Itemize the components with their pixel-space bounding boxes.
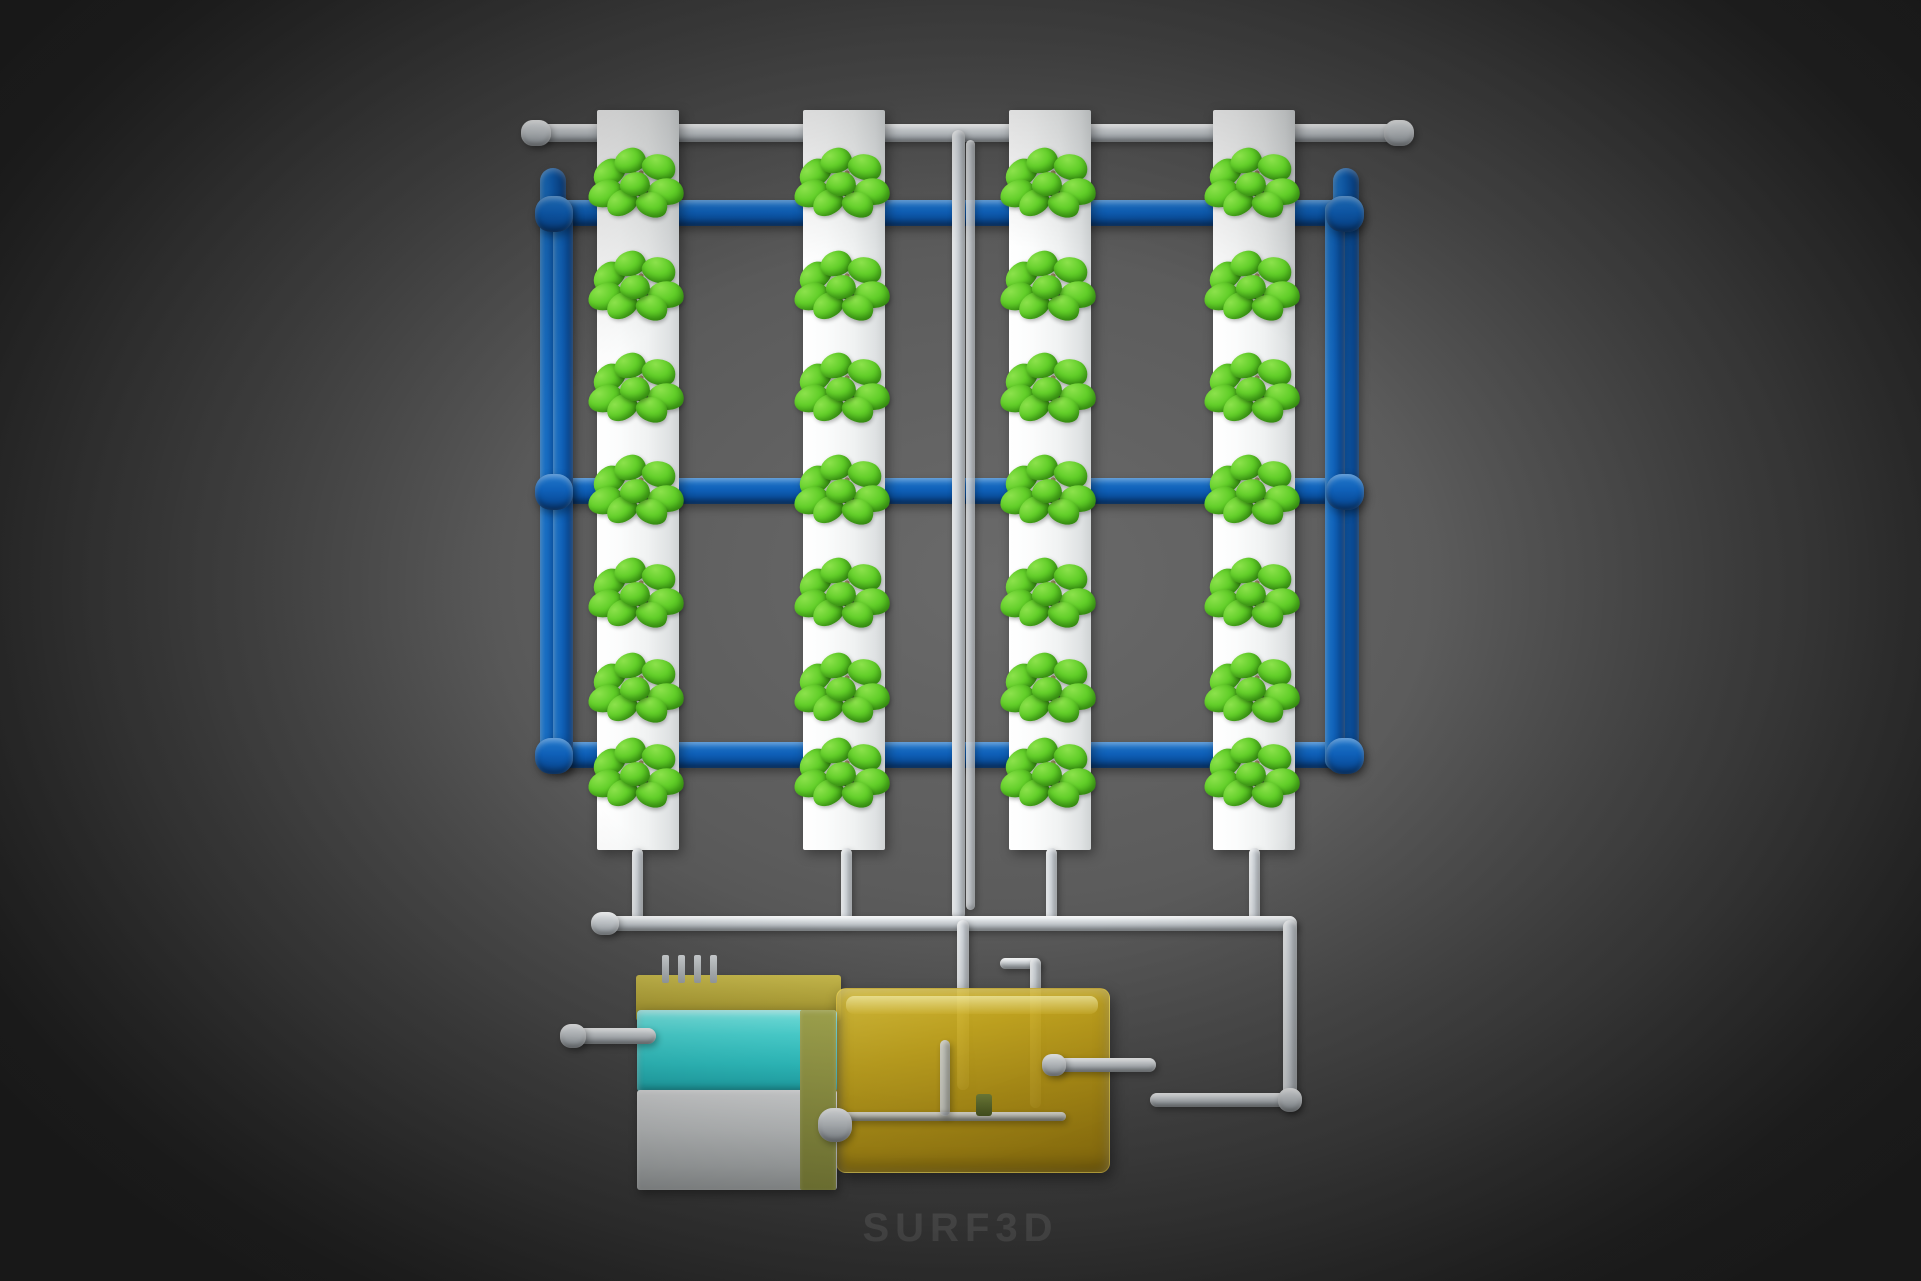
- plant-cluster: [998, 555, 1099, 640]
- drop-tube-panel-3: [1046, 848, 1057, 924]
- blue-pipe-corner-mid-left: [535, 474, 573, 510]
- drop-tube-panel-2: [841, 848, 852, 924]
- plant-cluster: [1202, 650, 1303, 735]
- plant-cluster: [586, 735, 687, 820]
- tank-liquid-surface: [846, 996, 1098, 1014]
- plant-cluster: [586, 350, 687, 435]
- tank-valve: [976, 1094, 992, 1116]
- return-line-elbow: [1278, 1088, 1302, 1112]
- plant-cluster: [586, 650, 687, 735]
- plant-cluster: [586, 452, 687, 537]
- watermark-text: SURF3D: [862, 1206, 1059, 1250]
- plant-cluster: [998, 452, 1099, 537]
- return-line-horizontal: [1150, 1093, 1298, 1107]
- grey-pipe-lower-rail-cap-left: [591, 912, 619, 935]
- plant-cluster: [586, 145, 687, 230]
- plant-cluster: [792, 248, 893, 333]
- plant-cluster: [998, 248, 1099, 333]
- return-line-vertical: [1283, 920, 1297, 1110]
- blue-pipe-corner-mid-right: [1326, 474, 1364, 510]
- plant-cluster: [1202, 452, 1303, 537]
- grey-pipe-top-rail-cap-left: [521, 120, 551, 146]
- plant-cluster: [1202, 248, 1303, 333]
- blue-pipe-corner-top-right: [1326, 196, 1364, 232]
- tank-outlet-pipe-cap: [1042, 1054, 1066, 1076]
- plant-cluster: [586, 248, 687, 333]
- nozzle-2: [678, 955, 685, 983]
- pump-inlet-pipe-cap: [560, 1024, 586, 1048]
- plant-cluster: [792, 735, 893, 820]
- plant-cluster: [792, 452, 893, 537]
- plant-cluster: [1202, 145, 1303, 230]
- plant-cluster: [792, 555, 893, 640]
- plant-cluster: [998, 350, 1099, 435]
- blue-pipe-corner-bottom-left: [535, 738, 573, 774]
- grey-pipe-center-spine-secondary: [966, 140, 975, 910]
- plant-cluster: [998, 145, 1099, 230]
- plant-cluster: [1202, 735, 1303, 820]
- drop-tube-panel-4: [1249, 848, 1260, 924]
- pump-housing-side: [800, 1010, 836, 1190]
- plant-cluster: [792, 145, 893, 230]
- grey-pipe-center-spine: [952, 130, 965, 920]
- plant-cluster: [792, 350, 893, 435]
- plant-cluster: [1202, 555, 1303, 640]
- plant-cluster: [586, 555, 687, 640]
- nozzle-3: [694, 955, 701, 983]
- nutrient-reservoir-tank: [836, 988, 1110, 1173]
- grey-pipe-top-rail-cap-right: [1384, 120, 1414, 146]
- nozzle-1: [662, 955, 669, 983]
- nozzle-4: [710, 955, 717, 983]
- tank-internal-riser: [940, 1040, 950, 1116]
- drop-tube-panel-1: [632, 848, 643, 924]
- blue-pipe-corner-bottom-right: [1326, 738, 1364, 774]
- plant-cluster: [998, 650, 1099, 735]
- blue-pipe-corner-top-left: [535, 196, 573, 232]
- plant-cluster: [792, 650, 893, 735]
- plant-cluster: [998, 735, 1099, 820]
- grey-pipe-lower-rail: [597, 916, 1297, 931]
- pump-discharge-elbow: [818, 1108, 852, 1142]
- plant-cluster: [1202, 350, 1303, 435]
- tank-internal-manifold: [836, 1112, 1066, 1121]
